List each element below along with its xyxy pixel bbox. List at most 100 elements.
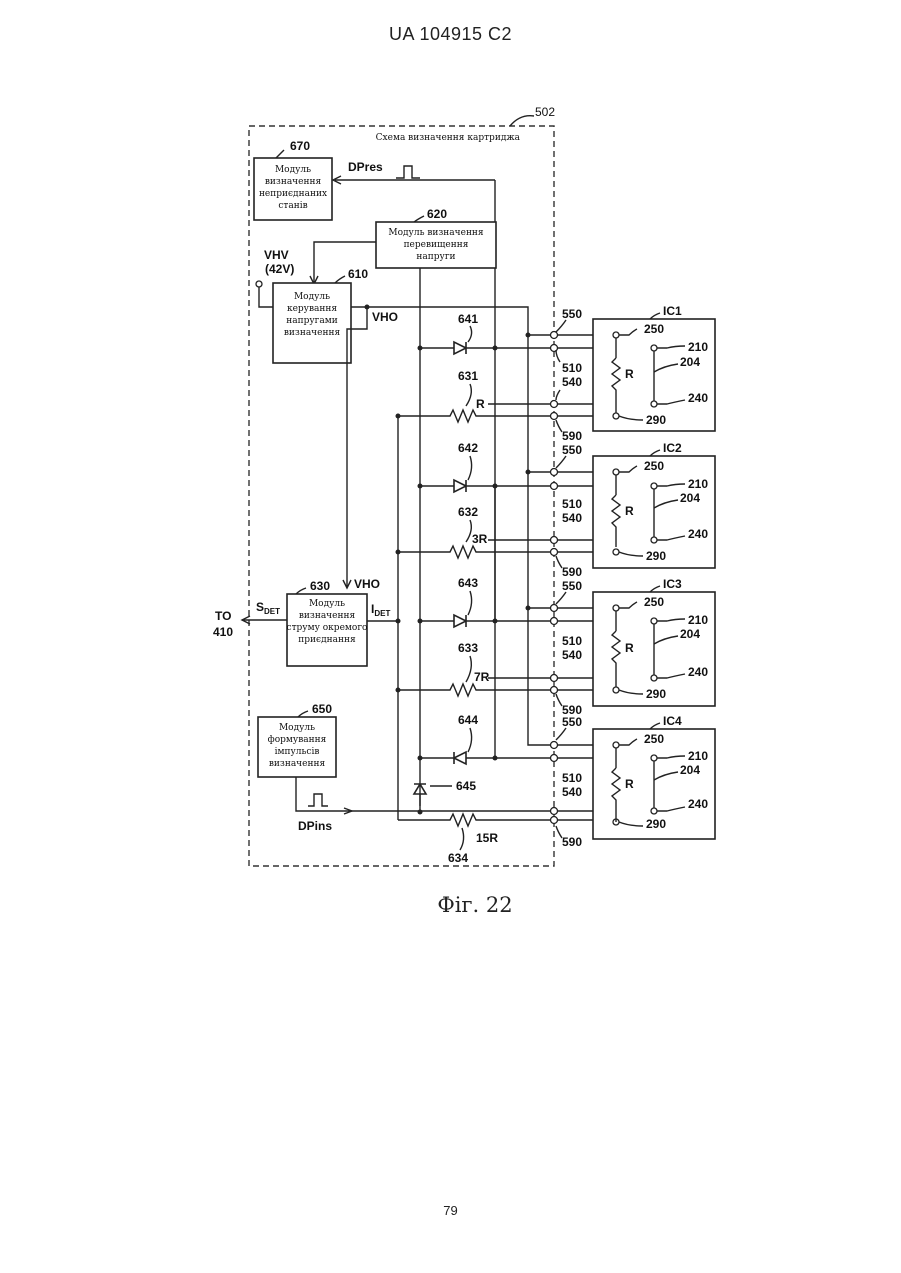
- svg-text:240: 240: [688, 527, 708, 541]
- block-630-ref: 630: [310, 579, 330, 593]
- svg-text:210: 210: [688, 749, 708, 763]
- svg-text:250: 250: [644, 459, 664, 473]
- ic-group-1: 550 510 540 590 IC1 R 250 210 204 240: [551, 304, 716, 443]
- dpins-pulse-icon: [308, 794, 328, 806]
- ic1-resistor-label: R: [625, 367, 634, 381]
- diode-643: [454, 615, 466, 627]
- block-670-line1: Модуль: [275, 165, 311, 175]
- diode-642-label: 642: [458, 441, 478, 455]
- block-650-line4: визначення: [269, 759, 326, 769]
- block-610-line3: напругами: [286, 316, 338, 326]
- connector-540-label-3: 540: [562, 648, 582, 662]
- to-label: TO: [215, 609, 231, 623]
- svg-text:290: 290: [646, 549, 666, 563]
- svg-text:240: 240: [688, 391, 708, 405]
- block-650-ref: 650: [312, 702, 332, 716]
- block-670-line2: визначення: [265, 177, 322, 187]
- ic-group-4: 550 510 540 590 IC4 R 250 210 204 240 29…: [551, 714, 716, 849]
- resistor-631-ref: 631: [458, 369, 478, 383]
- vhv-value-label: (42V): [265, 262, 294, 276]
- block-670-ref: 670: [290, 139, 310, 153]
- block-650-line3: імпульсів: [275, 747, 320, 757]
- connector-550-label-1: 550: [562, 307, 582, 321]
- ic3-resistor-label: R: [625, 641, 634, 655]
- resistor-632-value: 3R: [472, 532, 488, 546]
- vho-top-label: VHO: [372, 310, 398, 324]
- connector-550-label-4: 550: [562, 715, 582, 729]
- ic-group-2: 550 510 540 590 IC2 R 250 210 204 240 29…: [551, 441, 716, 579]
- block-620-line3: напруги: [416, 252, 455, 262]
- resistor-633-value: 7R: [474, 670, 490, 684]
- resistor-633: [398, 684, 554, 696]
- block-610-line2: керування: [287, 304, 337, 314]
- connector-590-label-2: 590: [562, 565, 582, 579]
- svg-text:290: 290: [646, 817, 666, 831]
- connector-540-label-4: 540: [562, 785, 582, 799]
- resistor-634: [398, 814, 554, 826]
- resistor-632-ref: 632: [458, 505, 478, 519]
- ic2-resistor-label: R: [625, 504, 634, 518]
- connector-550-label-3: 550: [562, 579, 582, 593]
- ic1-label: IC1: [663, 304, 682, 318]
- vho-bottom-label: VHO: [354, 577, 380, 591]
- dpres-pulse-icon: [396, 166, 420, 178]
- svg-text:290: 290: [646, 687, 666, 701]
- block-650-line2: формування: [268, 735, 327, 745]
- diode-644: [454, 752, 466, 764]
- block-620-ref: 620: [427, 207, 447, 221]
- block-620-line2: перевищення: [404, 240, 469, 250]
- svg-text:290: 290: [646, 413, 666, 427]
- block-650-line1: Модуль: [279, 723, 315, 733]
- ic-group-3: 550 510 540 590 IC3 R 250 210 204 240 29…: [551, 577, 716, 717]
- block-620-line1: Модуль визначення: [388, 228, 484, 238]
- connector-540-label-2: 540: [562, 511, 582, 525]
- vhv-label: VHV: [264, 248, 289, 262]
- resistor-632: [398, 546, 554, 558]
- connector-510-label-1: 510: [562, 361, 582, 375]
- diode-641: [454, 342, 466, 354]
- ic4-resistor-label: R: [625, 777, 634, 791]
- to-target-label: 410: [213, 625, 233, 639]
- block-670-line4: станів: [278, 201, 307, 211]
- resistor-631: [398, 410, 554, 422]
- svg-text:210: 210: [688, 613, 708, 627]
- block-630-line2: визначення: [299, 611, 356, 621]
- vhv-terminal: [256, 281, 262, 287]
- dpres-label: DPres: [348, 160, 383, 174]
- svg-text:240: 240: [688, 797, 708, 811]
- ic2-label: IC2: [663, 441, 682, 455]
- svg-text:204: 204: [680, 763, 700, 777]
- block-630-line3: струму окремого: [287, 623, 368, 633]
- ic4-label: IC4: [663, 714, 682, 728]
- svg-text:210: 210: [688, 340, 708, 354]
- svg-text:250: 250: [644, 595, 664, 609]
- diode-644-label: 644: [458, 713, 478, 727]
- connector-590-label-1: 590: [562, 429, 582, 443]
- block-630-line4: приєднання: [298, 635, 356, 645]
- connector-540-label-1: 540: [562, 375, 582, 389]
- block-670-line3: неприєднаних: [259, 189, 327, 199]
- outer-box-title: Схема визначення картриджа: [376, 133, 521, 143]
- connector-510-label-3: 510: [562, 634, 582, 648]
- figure-caption: Фіг. 22: [437, 893, 512, 917]
- svg-text:204: 204: [680, 355, 700, 369]
- diode-643-label: 643: [458, 576, 478, 590]
- block-610-line1: Модуль: [294, 292, 330, 302]
- sdet-label: SDET: [256, 600, 280, 616]
- svg-text:250: 250: [644, 322, 664, 336]
- resistor-631-value: R: [476, 397, 485, 411]
- block-630-line1: Модуль: [309, 599, 345, 609]
- connector-510-label-2: 510: [562, 497, 582, 511]
- block-610-line4: визначення: [284, 328, 341, 338]
- resistor-633-ref: 633: [458, 641, 478, 655]
- diode-645-label: 645: [456, 779, 476, 793]
- svg-text:240: 240: [688, 665, 708, 679]
- idet-label: IDET: [371, 602, 390, 618]
- diode-642: [454, 480, 466, 492]
- outer-box-ref: 502: [535, 105, 555, 119]
- svg-text:204: 204: [680, 627, 700, 641]
- svg-text:210: 210: [688, 477, 708, 491]
- ic3-label: IC3: [663, 577, 682, 591]
